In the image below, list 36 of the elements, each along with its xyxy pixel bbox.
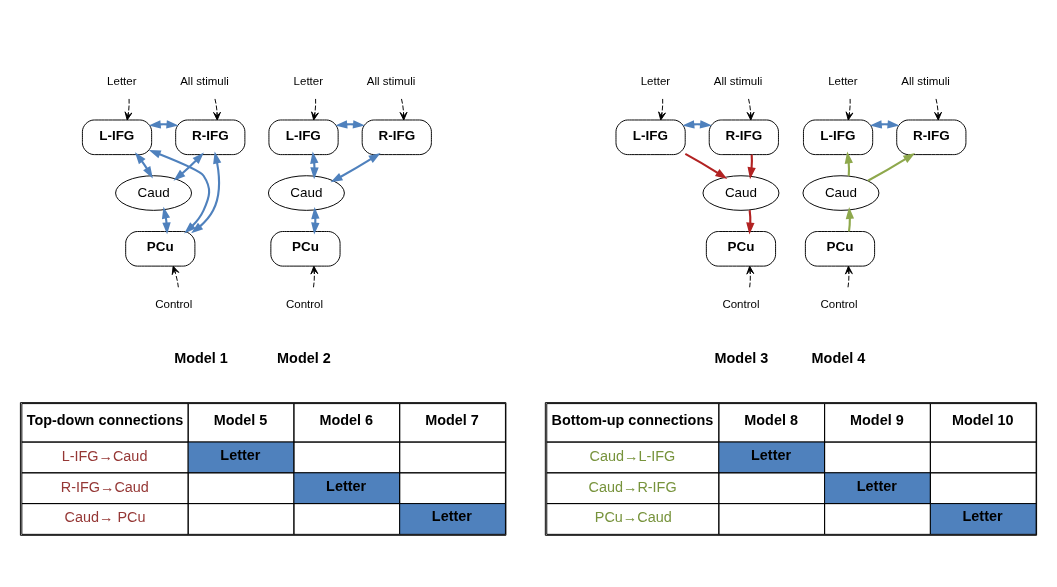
node-text: Control — [820, 297, 858, 310]
label: Top-down connections — [26, 411, 184, 428]
node-text: All stimuli — [713, 74, 763, 87]
label: Model 1 — [174, 349, 228, 366]
label: Model 2 — [277, 349, 331, 366]
node-text: All stimuli — [366, 74, 416, 87]
label: Letter — [751, 446, 792, 463]
label: Caud→ PCu — [64, 508, 146, 525]
node-text: All stimuli — [180, 74, 229, 87]
label: Bottom-up connections — [551, 411, 714, 428]
label: Letter — [326, 477, 367, 494]
label: Model 3 — [714, 349, 769, 366]
node-text: Letter — [107, 74, 137, 87]
node-text: Letter — [293, 74, 324, 87]
label: Caud→R-IFG — [588, 478, 677, 495]
node-text: Letter — [640, 74, 671, 87]
label: Letter — [431, 507, 472, 524]
node-text: Control — [722, 297, 760, 310]
label: Model 8 — [744, 411, 798, 428]
node-text: Letter — [828, 74, 858, 87]
node-text: All stimuli — [901, 74, 950, 87]
label: Model 10 — [951, 411, 1014, 428]
label: Letter — [220, 446, 261, 463]
label: L-IFG→Caud — [61, 447, 148, 464]
label: PCu→Caud — [594, 508, 672, 525]
label: Letter — [856, 477, 897, 494]
label: Model 7 — [425, 411, 479, 428]
node-text: Control — [155, 297, 193, 310]
label: Model 4 — [811, 349, 866, 366]
label: Model 5 — [213, 411, 268, 428]
node-text: Control — [285, 297, 324, 310]
label: Model 6 — [319, 411, 374, 428]
label: R-IFG→Caud — [60, 478, 149, 495]
label: Caud→L-IFG — [589, 447, 676, 464]
label: Model 9 — [850, 411, 904, 428]
label: Letter — [962, 507, 1003, 524]
